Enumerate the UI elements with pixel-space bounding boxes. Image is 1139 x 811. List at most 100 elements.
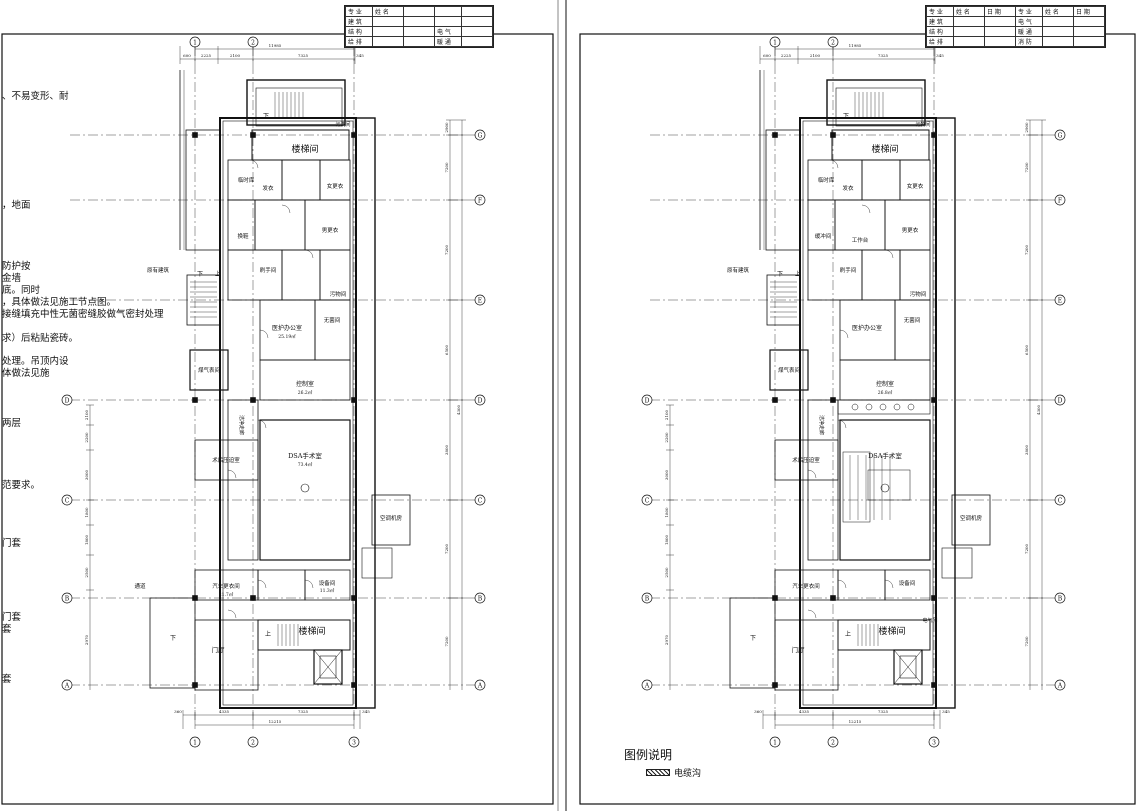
- axis-label-bottom-3: 3: [352, 740, 356, 747]
- or-lamp-icon: [300, 483, 310, 493]
- dim-top-total: 11985: [269, 43, 282, 48]
- room-equipment: [304, 569, 351, 601]
- column-7: [250, 595, 256, 601]
- room-area-or: 73.4㎡: [298, 461, 313, 468]
- title-left-cell: [403, 26, 435, 37]
- column-2: [351, 132, 357, 138]
- room-label-gas: 煤气表间: [198, 366, 220, 374]
- room-mid-3: [304, 199, 351, 251]
- room-label-stair-bottom: 楼梯间: [878, 625, 905, 637]
- axis-label-right-G: G: [478, 133, 483, 140]
- label-original-building: 原有建筑: [147, 266, 170, 274]
- title-right-cell: 日 期: [1073, 6, 1105, 17]
- axis-label-left-A: A: [644, 683, 650, 690]
- spec-note-7: 接缝填充中性无菌密缝胶做气密封处理: [2, 309, 164, 320]
- lobby-down-label: 下: [170, 635, 176, 642]
- column-8: [351, 595, 357, 601]
- axis-label-top-1: 1: [193, 40, 197, 47]
- spec-note-5: 底。同时: [2, 285, 41, 296]
- elevator-car: [899, 655, 917, 679]
- elevator-shaft: [313, 649, 343, 685]
- room-area-equipment: 11.3㎡: [320, 587, 335, 594]
- room-mid-4: [227, 249, 283, 301]
- axis-bubble-right-E: [1054, 294, 1066, 306]
- axis-label-right-D: D: [478, 398, 483, 405]
- dsa-bed: [842, 451, 871, 523]
- label-original-building: 原有建筑: [727, 266, 750, 274]
- outer-wall-inner: [802, 120, 934, 706]
- dim-bottom-1: 4335: [799, 709, 810, 714]
- room-label-sterile: 无菌间: [324, 316, 341, 324]
- room-ac: [951, 494, 991, 546]
- title-right-cell: [984, 26, 1016, 37]
- dim-left-5: 2500: [664, 567, 669, 578]
- axis-bubble-bottom-3: [348, 736, 360, 748]
- axis-label-right-C: C: [478, 498, 483, 505]
- title-right-cell: 消 防: [1015, 36, 1043, 47]
- room-label-elec: 电气间: [922, 617, 937, 624]
- room-upper-2: [861, 159, 901, 201]
- column-7: [830, 595, 836, 601]
- title-right-cell: [1073, 26, 1105, 37]
- axis-label-right-B: B: [1058, 596, 1063, 603]
- dim-left-1: 2200: [84, 432, 89, 443]
- title-right-cell: [1042, 26, 1074, 37]
- title-right-cell: [984, 36, 1016, 47]
- room-label-shoes: 缓冲间: [815, 232, 832, 240]
- room-lower-2: [837, 569, 886, 601]
- room-or: [259, 419, 351, 561]
- room-label-temp: 临时库: [238, 176, 255, 184]
- column-1: [830, 132, 836, 138]
- title-right-cell: [953, 26, 985, 37]
- axis-label-bottom-1: 1: [193, 740, 197, 747]
- dim-top-3: 7325: [298, 53, 309, 58]
- title-left-cell: 电 气: [434, 26, 462, 37]
- room-label-corridor: 洁净走廊: [238, 415, 245, 435]
- column-4: [830, 397, 836, 403]
- stair-bottom-up-label: 上: [265, 630, 271, 638]
- room-lobby: [194, 619, 259, 691]
- axis-bubble-right-G: [474, 129, 486, 141]
- stair-top-box: [826, 79, 926, 126]
- axis-label-top-2: 2: [831, 40, 835, 47]
- axis-bubble-right-A: [1054, 679, 1066, 691]
- room-label-dressing: 发衣: [262, 184, 274, 192]
- dim-right-4: 3800: [444, 444, 449, 455]
- axis-bubble-left-C: [61, 494, 73, 506]
- title-right-cell: [953, 36, 985, 47]
- stair-left-up-label: 上: [795, 270, 801, 278]
- door-swing-1: [281, 204, 291, 214]
- dim-right-5: 7200: [1024, 543, 1029, 554]
- room-area-control: 26.8㎡: [878, 389, 893, 396]
- dim-top-total: 11985: [849, 43, 862, 48]
- spec-note-15: 套: [2, 624, 12, 635]
- axis-label-left-D: D: [65, 398, 70, 405]
- column-5: [931, 397, 937, 403]
- dim-right-2: 7200: [1024, 244, 1029, 255]
- elevator-shaft: [893, 649, 923, 685]
- title-left-cell: [461, 26, 493, 37]
- spec-note-14: 门套: [2, 612, 22, 623]
- axis-label-right-D: D: [1058, 398, 1063, 405]
- axis-bubble-left-C: [641, 494, 653, 506]
- room-label-ac: 空调机房: [380, 514, 403, 522]
- spec-note-12: 范要求。: [2, 480, 41, 491]
- spec-note-10: 体做法见施: [2, 368, 50, 379]
- dim-right-1: 7200: [1024, 162, 1029, 173]
- dim-right-3: 6500: [1024, 344, 1029, 355]
- room-label-temp: 临时库: [818, 176, 835, 184]
- room-lower-2: [257, 569, 306, 601]
- spec-note-11: 两层: [2, 418, 22, 429]
- dim-left-0: 2100: [664, 409, 669, 420]
- axis-label-right-F: F: [1058, 198, 1062, 205]
- title-left-cell: [372, 26, 404, 37]
- axis-label-left-D: D: [645, 398, 650, 405]
- title-left-cell: [434, 6, 462, 17]
- dim-right-0: 2900: [1024, 122, 1029, 133]
- dim-left-3: 1800: [84, 507, 89, 518]
- dim-bottom-total: 12215: [849, 719, 862, 724]
- dim-right-3: 6500: [444, 344, 449, 355]
- dim-left-4: 1800: [664, 534, 669, 545]
- room-or: [839, 419, 931, 561]
